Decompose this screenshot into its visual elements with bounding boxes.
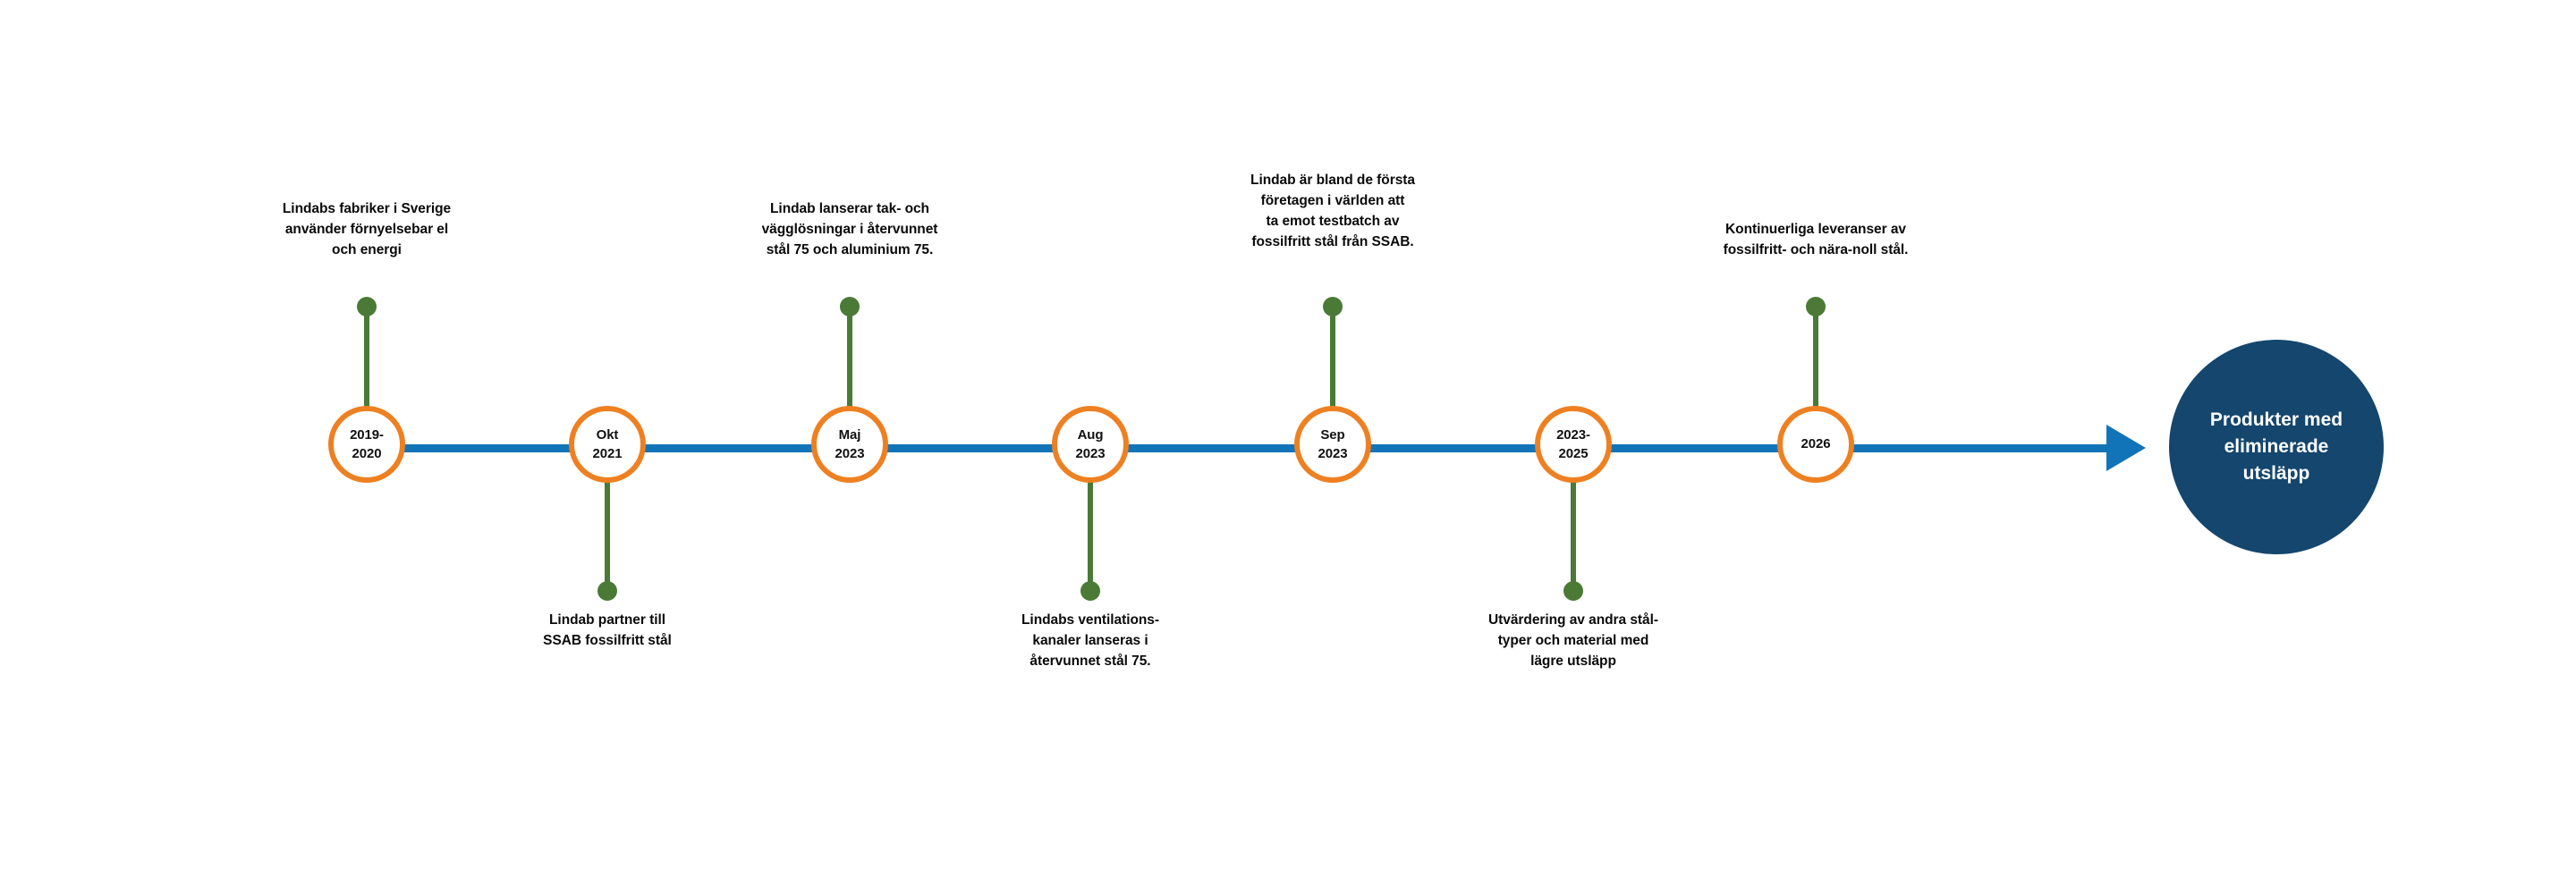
stem-dot-2 bbox=[597, 581, 617, 601]
milestone-node-4[interactable]: Aug 2023 bbox=[1052, 406, 1129, 483]
end-goal-circle[interactable]: Produkter med eliminerade utsläpp bbox=[2169, 340, 2384, 554]
milestone-node-label-5: Sep 2023 bbox=[1318, 426, 1348, 461]
timeline-axis-arrowhead bbox=[2106, 425, 2146, 471]
milestone-caption-4: Lindabs ventilations- kanaler lanseras i… bbox=[1021, 612, 1159, 669]
stem-dot-3 bbox=[840, 297, 860, 316]
milestone-caption-7: Kontinuerliga leveranser av fossilfritt-… bbox=[1723, 222, 1909, 257]
milestone-node-label-6: 2023- 2025 bbox=[1556, 426, 1590, 461]
milestone-caption-5: Lindab är bland de första företagen i vä… bbox=[1250, 173, 1415, 249]
stem-1 bbox=[364, 307, 369, 414]
stem-dot-6 bbox=[1563, 581, 1583, 601]
stem-dot-7 bbox=[1806, 297, 1826, 316]
stem-3 bbox=[847, 307, 852, 414]
timeline-axis-line bbox=[358, 444, 2106, 452]
milestone-node-5[interactable]: Sep 2023 bbox=[1294, 406, 1371, 483]
milestone-node-label-3: Maj 2023 bbox=[835, 426, 865, 461]
milestone-caption-2: Lindab partner till SSAB fossilfritt stå… bbox=[543, 612, 672, 648]
stem-dot-4 bbox=[1080, 581, 1100, 601]
stem-2 bbox=[605, 481, 610, 586]
stem-4 bbox=[1088, 481, 1093, 586]
milestone-node-7[interactable]: 2026 bbox=[1777, 406, 1854, 483]
stem-dot-5 bbox=[1323, 297, 1343, 316]
milestone-node-label-1: 2019- 2020 bbox=[350, 426, 384, 461]
milestone-node-label-2: Okt 2021 bbox=[592, 426, 623, 461]
stem-5 bbox=[1330, 307, 1335, 414]
milestone-node-label-4: Aug 2023 bbox=[1075, 426, 1106, 461]
stem-7 bbox=[1813, 307, 1818, 414]
milestone-caption-6: Utvärdering av andra stål- typer och mat… bbox=[1488, 612, 1658, 669]
milestone-caption-3: Lindab lanserar tak- och vägglösningar i… bbox=[761, 201, 938, 257]
milestone-node-1[interactable]: 2019- 2020 bbox=[328, 406, 405, 483]
milestone-node-6[interactable]: 2023- 2025 bbox=[1535, 406, 1612, 483]
milestone-node-3[interactable]: Maj 2023 bbox=[811, 406, 888, 483]
stem-dot-1 bbox=[357, 297, 377, 316]
stem-6 bbox=[1571, 481, 1576, 586]
end-goal-label: Produkter med eliminerade utsläpp bbox=[2209, 409, 2343, 484]
milestone-caption-1: Lindabs fabriker i Sverige använder förn… bbox=[282, 201, 452, 257]
milestone-node-label-7: 2026 bbox=[1801, 436, 1831, 452]
milestone-node-2[interactable]: Okt 2021 bbox=[569, 406, 646, 483]
